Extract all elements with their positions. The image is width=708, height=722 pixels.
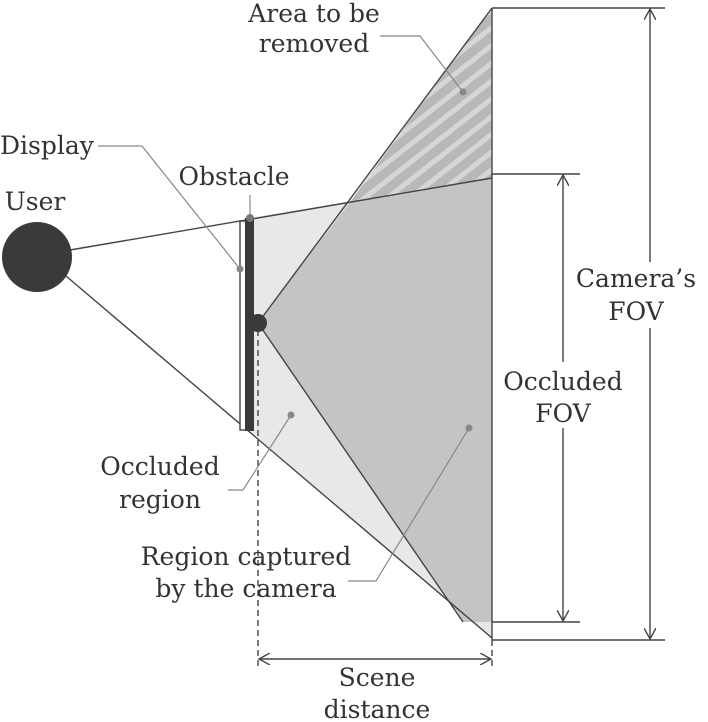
label-cameras-fov-2: FOV xyxy=(608,297,664,326)
camera xyxy=(249,314,267,332)
label-area-removed-1: Area to be xyxy=(247,0,380,28)
occluded-fov-label-bg xyxy=(510,362,616,428)
leader-region-captured xyxy=(348,427,470,582)
label-occluded-region-2: region xyxy=(119,485,201,514)
label-region-captured-2: by the camera xyxy=(155,574,336,603)
user-sightline-bottom xyxy=(65,275,493,639)
captured-region xyxy=(258,178,492,622)
leader-area-removed xyxy=(380,35,464,93)
label-obstacle: Obstacle xyxy=(178,162,289,191)
leader-occluded-region xyxy=(228,414,292,491)
label-area-removed-2: removed xyxy=(259,29,369,58)
cameras-fov-label-bg xyxy=(584,262,688,328)
label-region-captured-1: Region captured xyxy=(141,542,352,571)
user-head xyxy=(2,222,72,292)
label-occluded-fov-1: Occluded xyxy=(503,367,622,396)
leader-dot-display xyxy=(236,265,244,273)
label-user: User xyxy=(5,187,66,216)
obstacle-top-marker xyxy=(246,214,254,222)
leader-display xyxy=(98,145,241,270)
label-occluded-fov-2: FOV xyxy=(535,399,591,428)
label-cameras-fov-1: Camera’s xyxy=(576,264,696,293)
leader-dot-area-removed xyxy=(459,88,467,96)
label-occluded-region-1: Occluded xyxy=(100,452,219,481)
camera-fov-top xyxy=(257,7,493,324)
user-sightline-top xyxy=(69,177,493,251)
camera-fov-bottom xyxy=(257,322,464,623)
leader-dot-occluded-region xyxy=(287,411,295,419)
leader-dot-region-captured xyxy=(465,424,473,432)
label-scene-distance-2: distance xyxy=(324,695,431,722)
label-scene-distance-1: Scene xyxy=(339,663,416,692)
label-display: Display xyxy=(0,131,95,160)
